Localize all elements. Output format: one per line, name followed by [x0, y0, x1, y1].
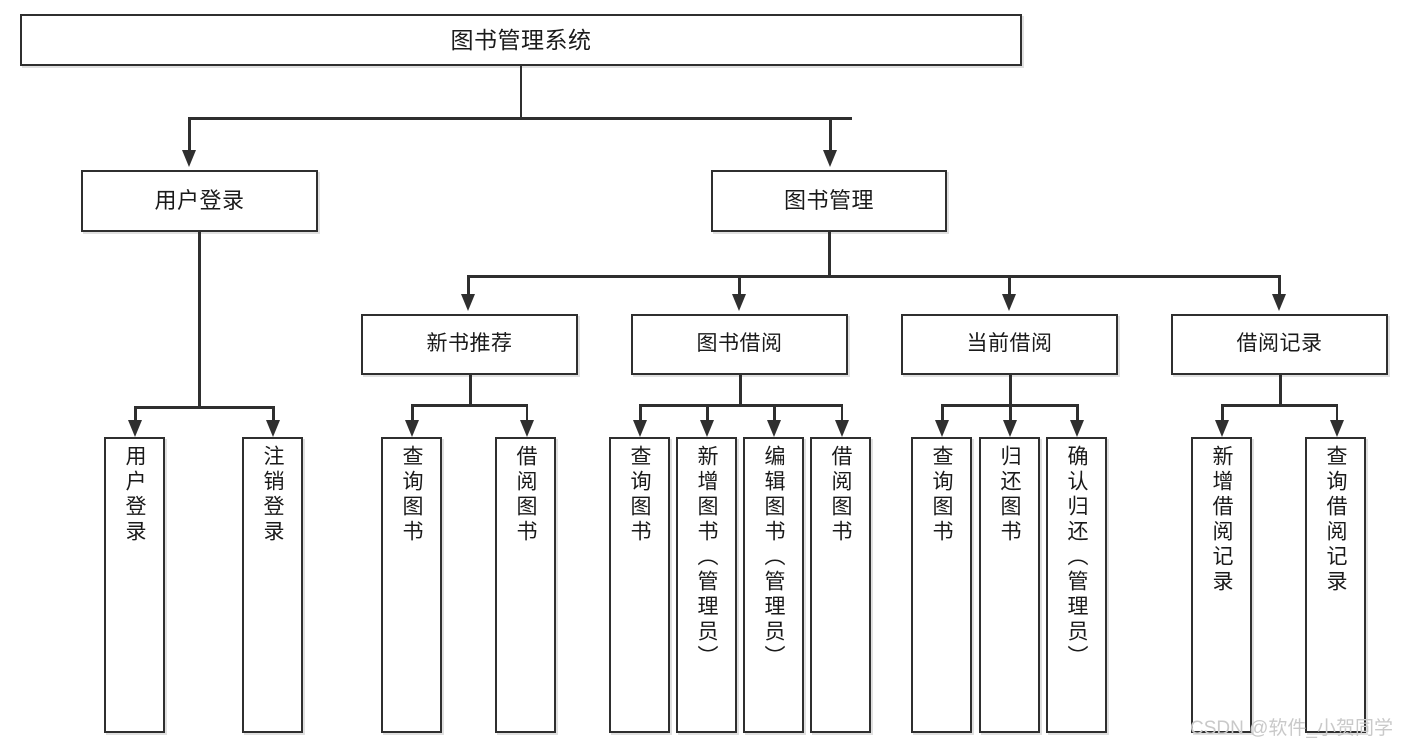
connector-borrow-record-bus [1221, 404, 1338, 407]
arrowhead-to-leaf-return-book [1003, 420, 1018, 437]
connector-user-login-to-leaf-2 [272, 406, 275, 420]
node-label: 借阅图书 [514, 445, 537, 545]
node-user-login[interactable]: 用户登录 [81, 170, 318, 232]
arrowhead-to-leaf-add-record [1215, 420, 1230, 437]
connector-user-login-bus [134, 406, 273, 409]
node-leaf-query-book-borrow[interactable]: 查询图书 [609, 437, 670, 733]
connector-root-stem [519, 66, 522, 118]
node-label: 图书管理系统 [450, 26, 592, 53]
connector-book-borrow-stem [739, 375, 742, 406]
node-label: 借阅记录 [1236, 332, 1323, 356]
node-leaf-borrow-book[interactable]: 借阅图书 [810, 437, 871, 733]
node-current-borrow[interactable]: 当前借阅 [901, 314, 1118, 375]
arrowhead-to-new-book-recommend [461, 294, 476, 311]
arrowhead-to-leaf-edit-book [767, 420, 782, 437]
node-root-book-management-system[interactable]: 图书管理系统 [20, 14, 1022, 66]
connector-br-leaf-1 [1221, 404, 1224, 420]
node-label: 查询借阅记录 [1324, 445, 1347, 595]
connector-br-leaf-2 [1335, 404, 1338, 420]
connector-bb-leaf-3 [773, 404, 776, 420]
connector-cb-leaf-1 [941, 404, 944, 420]
node-leaf-add-borrow-record[interactable]: 新增借阅记录 [1191, 437, 1252, 733]
connector-root-to-book-management [829, 117, 832, 150]
arrowhead-to-leaf-add-book [700, 420, 715, 437]
node-leaf-query-borrow-record[interactable]: 查询借阅记录 [1305, 437, 1366, 733]
csdn-watermark: CSDN @软件_小贺同学 [1190, 718, 1393, 739]
node-new-book-recommend[interactable]: 新书推荐 [361, 314, 578, 375]
arrowhead-to-borrow-record [1272, 294, 1287, 311]
connector-bb-leaf-1 [639, 404, 642, 420]
node-leaf-user-login[interactable]: 用户登录 [104, 437, 165, 733]
node-label: 注销登录 [261, 445, 284, 545]
node-label: 查询图书 [400, 445, 423, 545]
arrowhead-to-leaf-query-book-3 [935, 420, 950, 437]
arrowhead-to-book-borrow [732, 294, 747, 311]
node-label: 图书借阅 [696, 332, 783, 356]
node-label: 归还图书 [998, 445, 1021, 545]
arrowhead-to-leaf-user-login [128, 420, 143, 437]
arrowhead-to-leaf-borrow-book-1 [519, 420, 534, 437]
node-leaf-edit-book-admin[interactable]: 编辑图书（管理员） [743, 437, 804, 733]
connector-nbr-leaf-1 [411, 404, 414, 420]
connector-book-management-stem [828, 232, 831, 277]
connector-root-to-user-login [188, 117, 191, 150]
node-borrow-record[interactable]: 借阅记录 [1171, 314, 1388, 375]
arrowhead-to-user-login [182, 150, 197, 167]
node-book-borrow[interactable]: 图书借阅 [631, 314, 848, 375]
node-label: 当前借阅 [966, 332, 1053, 356]
node-leaf-query-book-recommend[interactable]: 查询图书 [381, 437, 442, 733]
connector-cb-leaf-2 [1009, 404, 1012, 420]
connector-cb-leaf-3 [1076, 404, 1079, 420]
connector-tier3-bus [467, 275, 1280, 278]
node-leaf-query-book-current[interactable]: 查询图书 [911, 437, 972, 733]
arrowhead-to-leaf-confirm-return [1070, 420, 1085, 437]
connector-bb-leaf-2 [706, 404, 709, 420]
node-label: 借阅图书 [829, 445, 852, 545]
connector-to-new-book-recommend [467, 275, 470, 294]
connector-user-login-stem [198, 232, 201, 408]
connector-to-current-borrow [1008, 275, 1011, 294]
node-leaf-logout-login[interactable]: 注销登录 [242, 437, 303, 733]
connector-borrow-record-stem [1279, 375, 1282, 406]
connector-current-borrow-stem [1009, 375, 1012, 406]
connector-to-borrow-record [1278, 275, 1281, 294]
arrowhead-to-leaf-logout-login [266, 420, 281, 437]
connector-nbr-leaf-2 [525, 404, 528, 420]
node-leaf-add-book-admin[interactable]: 新增图书（管理员） [676, 437, 737, 733]
connector-root-bus [188, 117, 852, 120]
connector-bb-leaf-4 [840, 404, 843, 420]
node-leaf-confirm-return-admin[interactable]: 确认归还（管理员） [1046, 437, 1107, 733]
arrowhead-to-leaf-query-book-2 [633, 420, 648, 437]
arrowhead-to-current-borrow [1002, 294, 1017, 311]
node-label: 确认归还（管理员） [1065, 445, 1088, 670]
connector-user-login-to-leaf-1 [134, 406, 137, 420]
node-label: 编辑图书（管理员） [762, 445, 785, 670]
node-book-management[interactable]: 图书管理 [711, 170, 947, 232]
arrowhead-to-leaf-query-book-1 [405, 420, 420, 437]
node-label: 用户登录 [154, 188, 245, 214]
arrowhead-to-book-management [823, 150, 838, 167]
connector-new-book-recommend-bus [411, 404, 528, 407]
node-label: 新增图书（管理员） [695, 445, 718, 670]
connector-book-borrow-bus [639, 404, 843, 407]
node-leaf-return-book[interactable]: 归还图书 [979, 437, 1040, 733]
node-label: 查询图书 [628, 445, 651, 545]
connector-new-book-recommend-stem [469, 375, 472, 406]
node-label: 新书推荐 [426, 332, 513, 356]
connector-to-book-borrow [738, 275, 741, 294]
node-label: 图书管理 [783, 188, 874, 214]
arrowhead-to-leaf-borrow-book-2 [834, 420, 849, 437]
node-label: 用户登录 [123, 445, 146, 545]
node-leaf-borrow-book-recommend[interactable]: 借阅图书 [495, 437, 556, 733]
node-label: 新增借阅记录 [1210, 445, 1233, 595]
arrowhead-to-leaf-query-record [1329, 420, 1344, 437]
node-label: 查询图书 [930, 445, 953, 545]
